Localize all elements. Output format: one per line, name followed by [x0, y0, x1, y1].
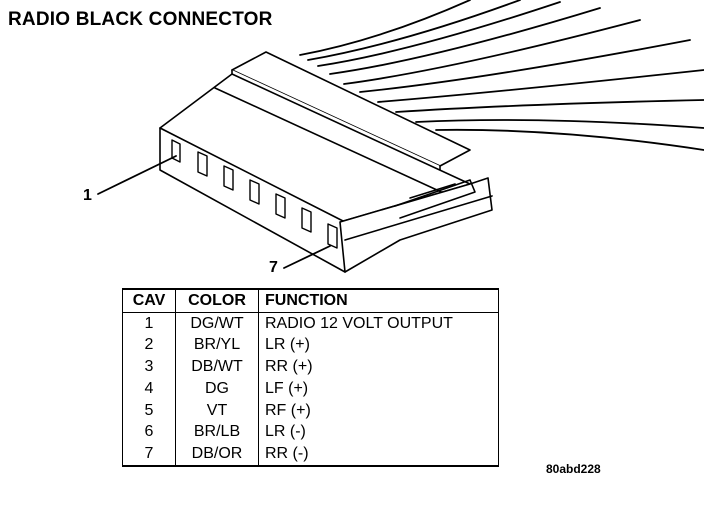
cell-cav: 3: [122, 356, 176, 378]
cell-cav: 5: [122, 399, 176, 422]
cell-color: DB/WT: [175, 356, 259, 378]
table-row: 5 VT RF (+): [122, 399, 499, 422]
cell-color: BR/YL: [175, 334, 259, 357]
cell-cav: 7: [122, 442, 176, 467]
table-row: 4 DG LF (+): [122, 377, 499, 400]
table-row: 2 BR/YL LR (+): [122, 334, 499, 357]
reference-code: 80abd228: [546, 462, 601, 476]
cavity-slots: [171, 139, 338, 249]
cell-function: LR (+): [258, 334, 499, 357]
cell-color: BR/LB: [175, 421, 259, 443]
table-row: 7 DB/OR RR (-): [122, 442, 499, 467]
cell-function: RADIO 12 VOLT OUTPUT: [258, 312, 499, 335]
cell-function: RR (+): [258, 356, 499, 378]
pin-label-7: 7: [269, 259, 278, 276]
table-row: 3 DB/WT RR (+): [122, 356, 499, 378]
connector-latch: [339, 177, 493, 273]
cavity-table: CAV COLOR FUNCTION 1 DG/WT RADIO 12 VOLT…: [122, 287, 499, 467]
cell-function: RR (-): [258, 442, 499, 467]
wire-bundle: [299, 0, 704, 151]
header-color: COLOR: [175, 287, 259, 313]
cell-color: DB/OR: [175, 442, 259, 467]
cell-function: RF (+): [258, 399, 499, 422]
table-row: 1 DG/WT RADIO 12 VOLT OUTPUT: [122, 312, 499, 335]
cell-cav: 1: [122, 312, 176, 335]
cell-color: VT: [175, 399, 259, 422]
cell-function: LF (+): [258, 377, 499, 400]
cell-cav: 4: [122, 377, 176, 400]
diagram-title: RADIO BLACK CONNECTOR: [8, 9, 273, 30]
leader-line-pin-7: [283, 245, 331, 269]
cell-color: DG: [175, 377, 259, 400]
header-cav: CAV: [122, 287, 176, 313]
cell-cav: 6: [122, 421, 176, 443]
pin-label-1: 1: [83, 187, 92, 204]
connector-illustration: [97, 0, 704, 273]
cell-cav: 2: [122, 334, 176, 357]
leader-line-pin-1: [97, 155, 177, 195]
cell-color: DG/WT: [175, 312, 259, 335]
cell-function: LR (-): [258, 421, 499, 443]
header-function: FUNCTION: [258, 287, 499, 313]
table-header-row: CAV COLOR FUNCTION: [122, 287, 499, 313]
table-row: 6 BR/LB LR (-): [122, 421, 499, 443]
